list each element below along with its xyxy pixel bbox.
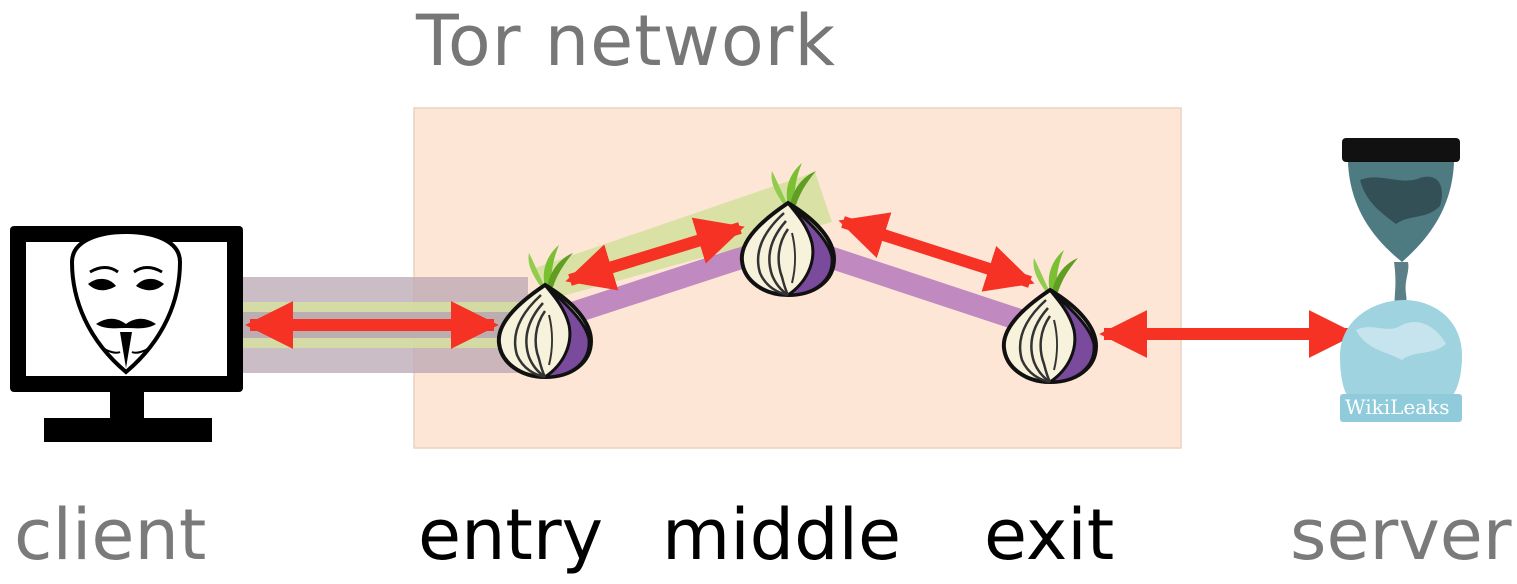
server-hourglass-logo <box>1340 138 1462 422</box>
diagram-title: Tor network <box>416 0 836 82</box>
client-label: client <box>14 494 207 576</box>
mask-icon <box>69 229 183 375</box>
middle-label: middle <box>662 494 902 576</box>
middle-exit-arrow <box>838 212 1035 292</box>
client-monitor-icon <box>10 226 243 442</box>
entry-middle-arrow <box>565 217 745 291</box>
entry-label: entry <box>418 494 604 576</box>
exit-label: exit <box>984 494 1115 576</box>
server-label: server <box>1290 494 1512 576</box>
server-logo-text: WikiLeaks <box>1345 395 1450 419</box>
